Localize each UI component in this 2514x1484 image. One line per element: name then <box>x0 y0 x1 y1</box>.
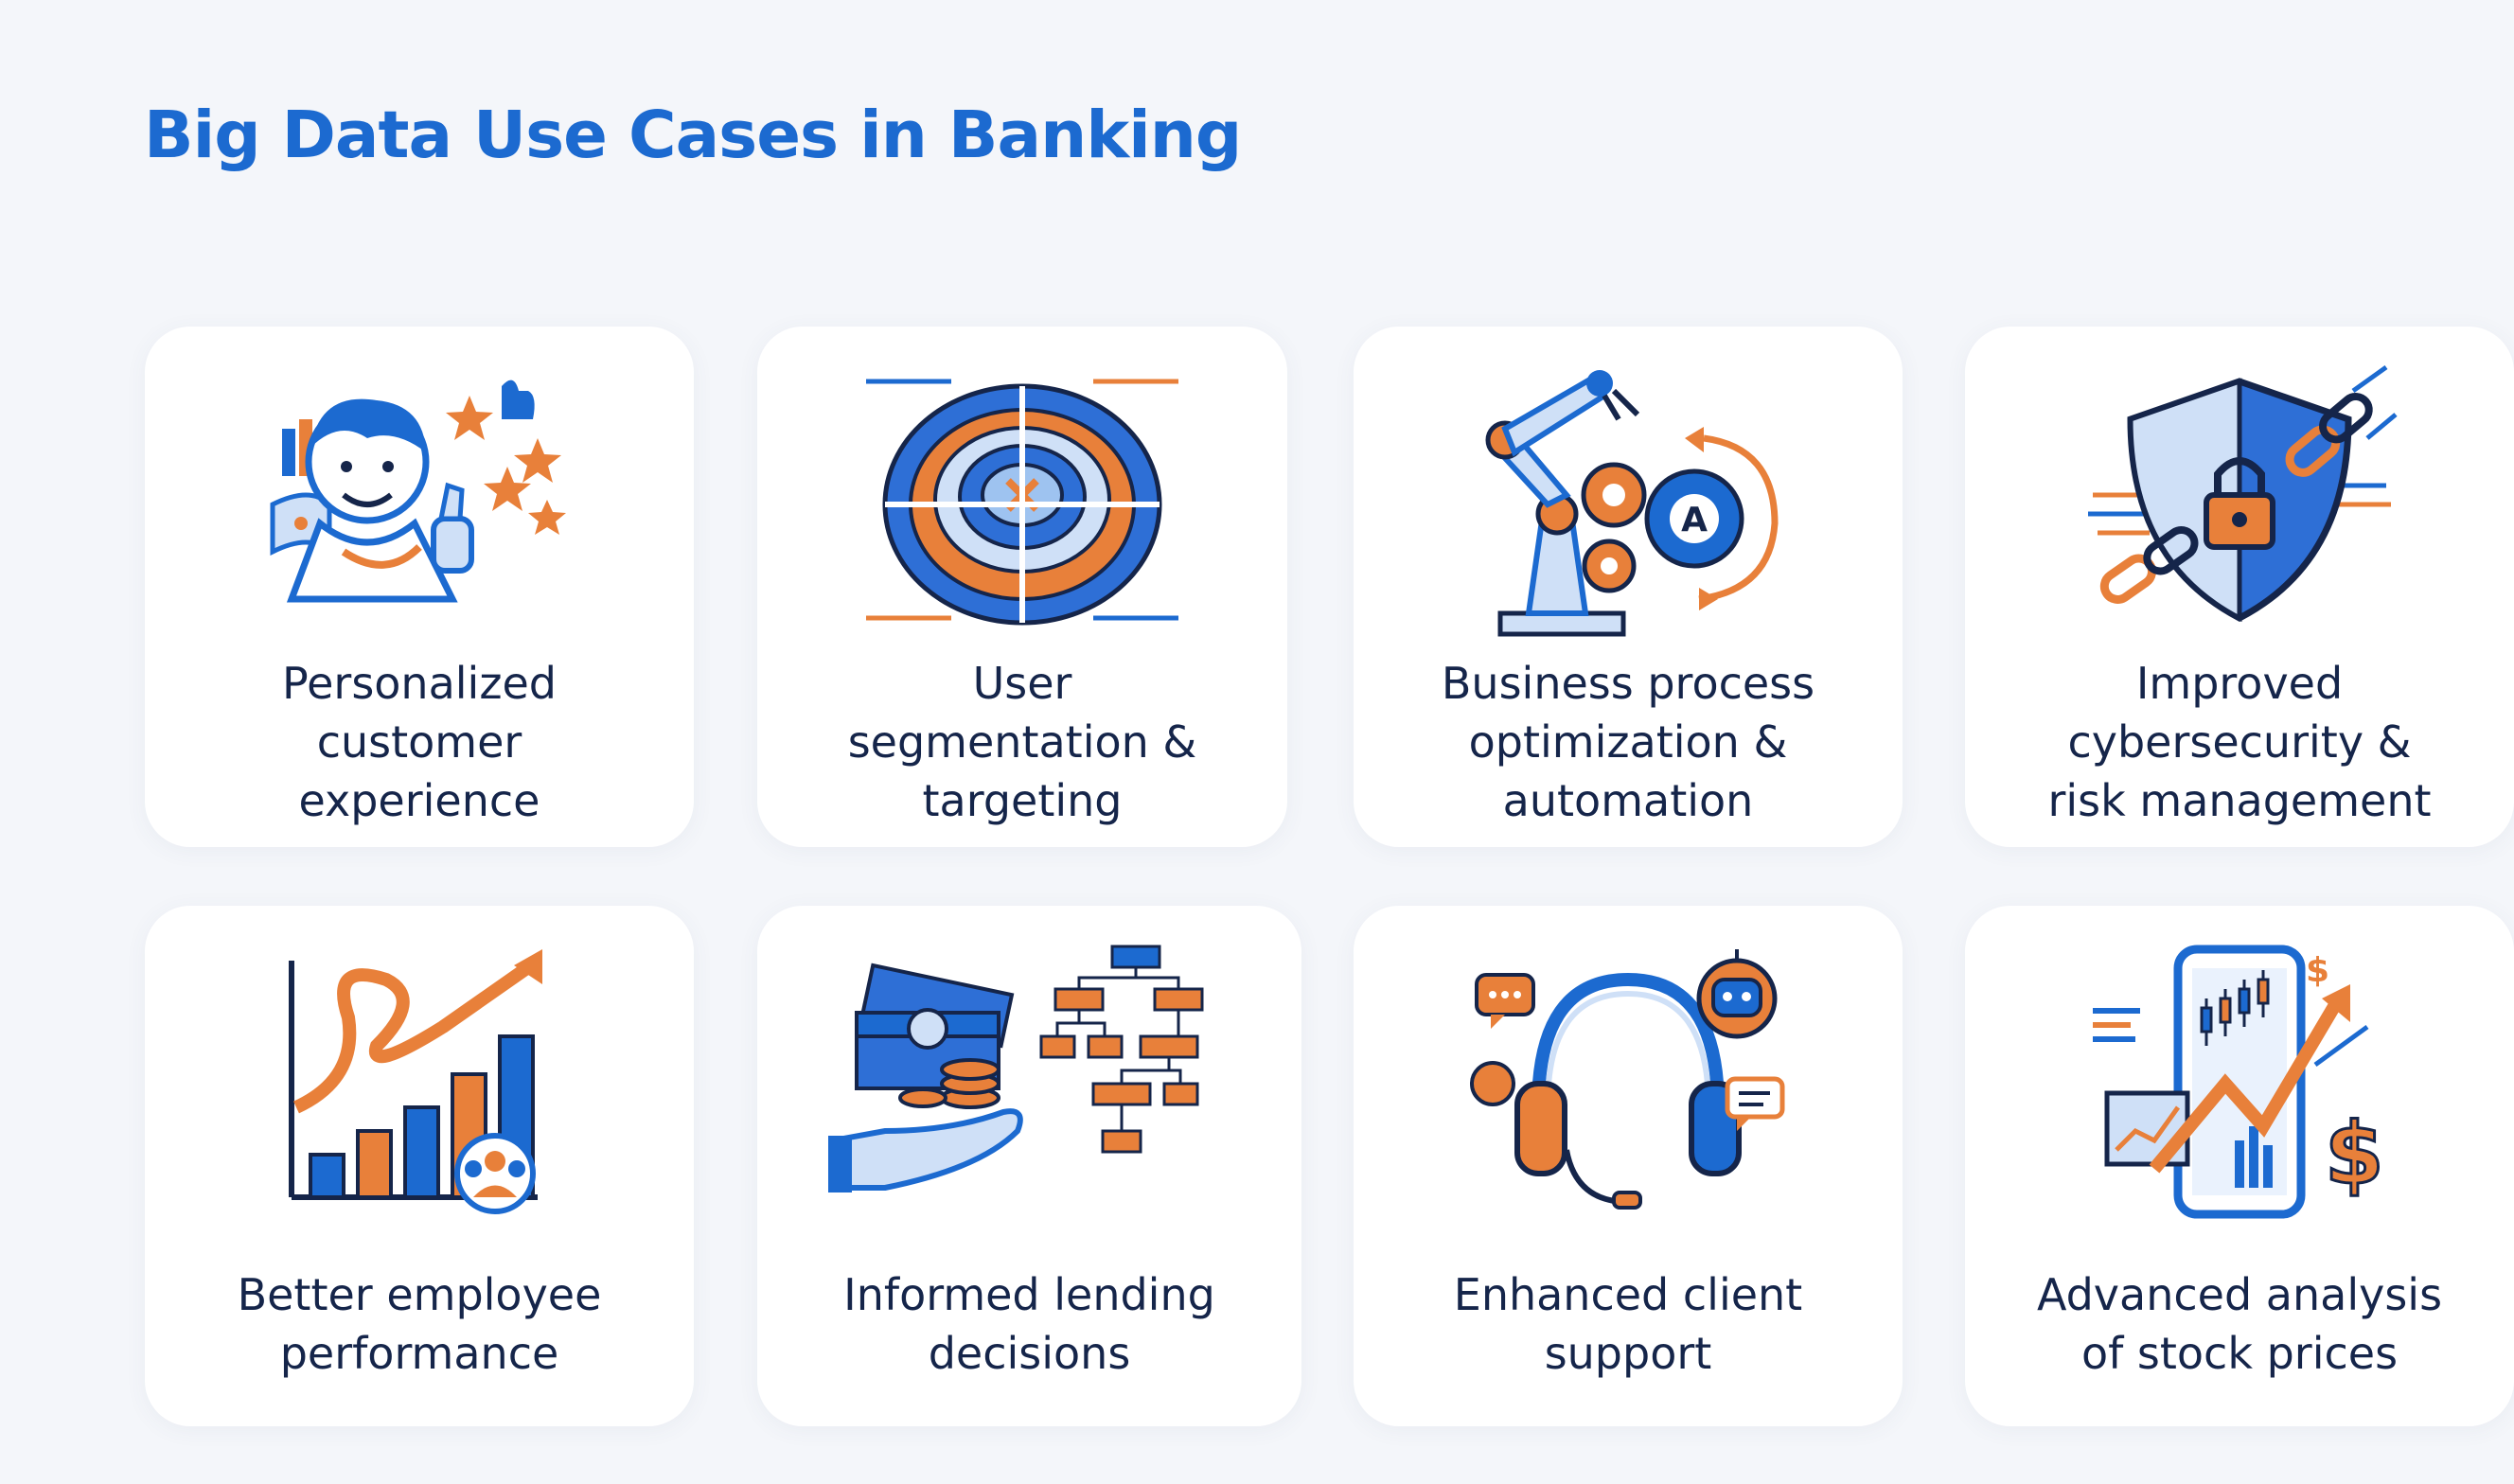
card-label-line: Enhanced client <box>1453 1269 1803 1320</box>
card-label: Advanced analysis of stock prices <box>1965 1265 2514 1383</box>
use-case-card-employee-performance[interactable]: Better employee performance <box>145 906 694 1426</box>
use-case-card-lending-decisions[interactable]: Informed lending decisions <box>757 906 1301 1426</box>
growth-chart-team-icon <box>254 942 585 1226</box>
use-case-card-client-support[interactable]: Enhanced client support <box>1354 906 1903 1426</box>
svg-text:$: $ <box>2306 951 2329 990</box>
card-label-line: risk management <box>2047 775 2432 826</box>
use-case-card-stock-analysis[interactable]: $ $ Advanced analysis of stock prices <box>1965 906 2514 1426</box>
card-label: User segmentation & targeting <box>757 654 1287 830</box>
card-label-line: decisions <box>928 1328 1131 1379</box>
card-label-line: support <box>1544 1328 1712 1379</box>
card-label: Better employee performance <box>145 1265 694 1383</box>
target-segmentation-icon <box>857 362 1188 646</box>
card-label-line: Personalized <box>282 658 557 709</box>
card-label-line: targeting <box>922 775 1123 826</box>
stock-phone-chart-icon: $ $ <box>2074 942 2405 1226</box>
money-hand-flowchart-icon <box>828 942 1207 1226</box>
shield-lock-icon <box>2074 362 2405 646</box>
card-label-line: Advanced analysis <box>2036 1269 2443 1320</box>
page-title: Big Data Use Cases in Banking <box>144 97 1242 173</box>
use-case-card-segmentation[interactable]: User segmentation & targeting <box>757 327 1287 847</box>
card-label-line: Better employee <box>237 1269 602 1320</box>
card-label-line: customer <box>316 716 522 768</box>
card-label-line: segmentation & <box>847 716 1197 768</box>
card-label-line: automation <box>1502 775 1754 826</box>
card-label: Enhanced client support <box>1354 1265 1903 1383</box>
card-label-line: optimization & <box>1468 716 1788 768</box>
card-label: Business process optimization & automati… <box>1354 654 1903 830</box>
svg-text:A: A <box>1681 501 1708 539</box>
card-label-line: User <box>972 658 1072 709</box>
use-case-card-personalized-experience[interactable]: Personalized customer experience <box>145 327 694 847</box>
use-case-card-cybersecurity[interactable]: Improved cybersecurity & risk management <box>1965 327 2514 847</box>
card-label-line: of stock prices <box>2080 1328 2399 1379</box>
robot-arm-automation-icon: A <box>1462 362 1794 646</box>
card-label: Improved cybersecurity & risk management <box>1965 654 2514 830</box>
card-label: Informed lending decisions <box>757 1265 1301 1383</box>
customer-experience-icon <box>254 362 585 646</box>
card-label-line: Informed lending <box>843 1269 1215 1320</box>
use-case-card-process-automation[interactable]: A Business process optimization & automa… <box>1354 327 1903 847</box>
card-label-line: Improved <box>2135 658 2344 709</box>
card-label-line: experience <box>298 775 540 826</box>
card-label-line: performance <box>279 1328 559 1379</box>
svg-text:$: $ <box>2325 1104 2384 1204</box>
card-label: Personalized customer experience <box>145 654 694 830</box>
headset-support-icon <box>1462 942 1794 1226</box>
card-label-line: cybersecurity & <box>2067 716 2412 768</box>
card-label-line: Business process <box>1441 658 1815 709</box>
